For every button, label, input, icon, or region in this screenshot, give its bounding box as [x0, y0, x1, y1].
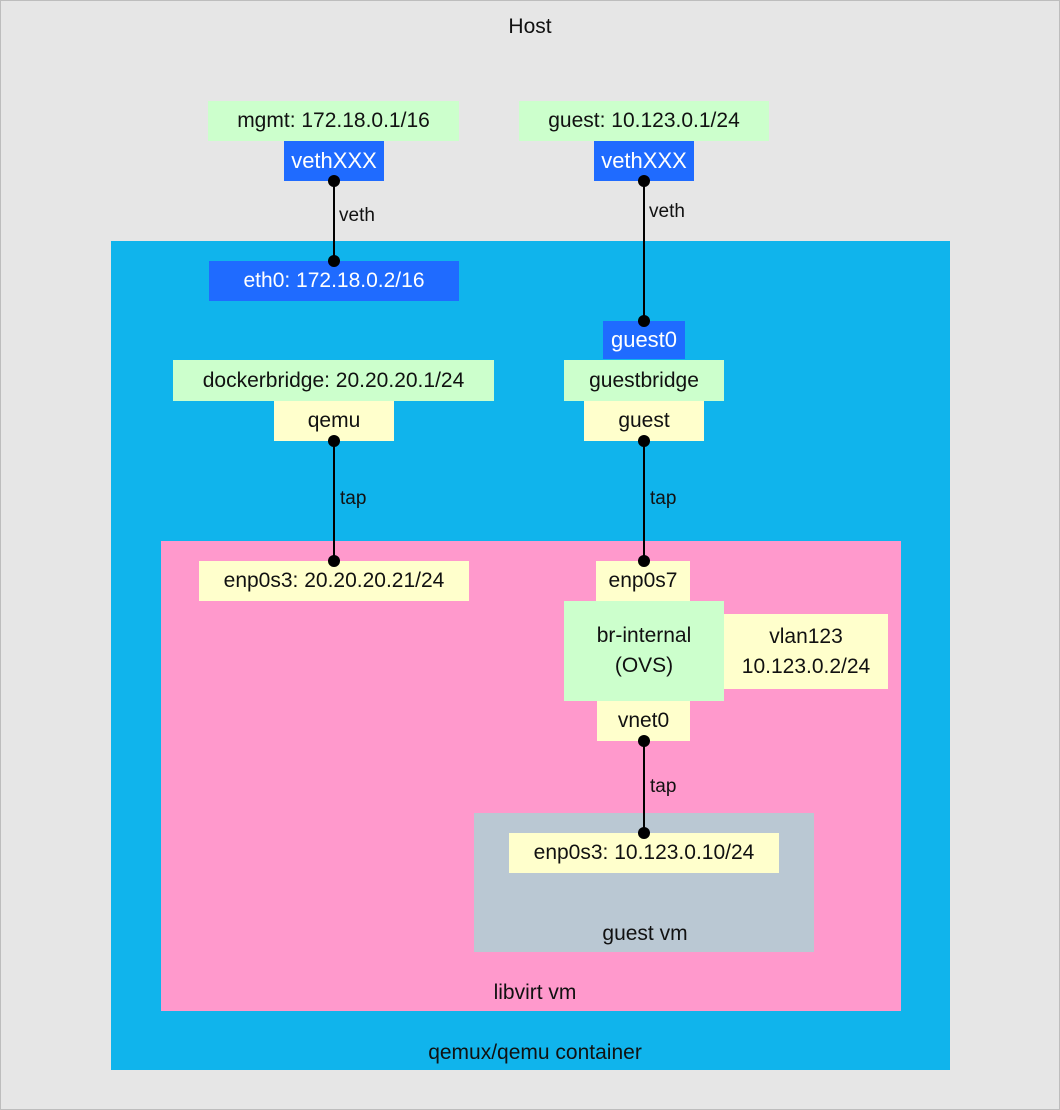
br-internal-ovs-bridge: br-internal (OVS): [564, 601, 724, 701]
vnet0-interface: vnet0: [597, 701, 690, 741]
guest-tap-interface: guest: [584, 401, 704, 441]
enp0s7-interface: enp0s7: [596, 561, 690, 601]
eth0-interface: eth0: 172.18.0.2/16: [209, 261, 459, 301]
mgmt-veth-endpoint: vethXXX: [284, 141, 384, 181]
qemu-tap-interface: qemu: [274, 401, 394, 441]
vlan123-interface: vlan123 10.123.0.2/24: [724, 614, 888, 689]
guest0-interface: guest0: [603, 321, 685, 359]
br-internal-name: br-internal: [596, 624, 692, 647]
enp0s3-guest-interface: enp0s3: 10.123.0.10/24: [509, 833, 779, 873]
mgmt-bridge: mgmt: 172.18.0.1/16: [208, 101, 459, 141]
container-label: qemux/qemu container: [428, 1041, 642, 1064]
guest-veth-endpoint: vethXXX: [594, 141, 694, 181]
guestbridge: guestbridge: [564, 360, 724, 401]
vlan123-name: vlan123: [769, 624, 843, 648]
libvirt-vm-label: libvirt vm: [493, 981, 577, 1004]
host-label: Host: [508, 15, 552, 38]
br-internal-type: (OVS): [614, 654, 674, 677]
guest-vm-label: guest vm: [602, 922, 688, 945]
dockerbridge: dockerbridge: 20.20.20.1/24: [173, 360, 494, 401]
vlan123-address: 10.123.0.2/24: [741, 654, 871, 678]
enp0s3-libvirt-interface: enp0s3: 20.20.20.21/24: [199, 561, 469, 601]
guest-bridge-host: guest: 10.123.0.1/24: [519, 101, 769, 141]
